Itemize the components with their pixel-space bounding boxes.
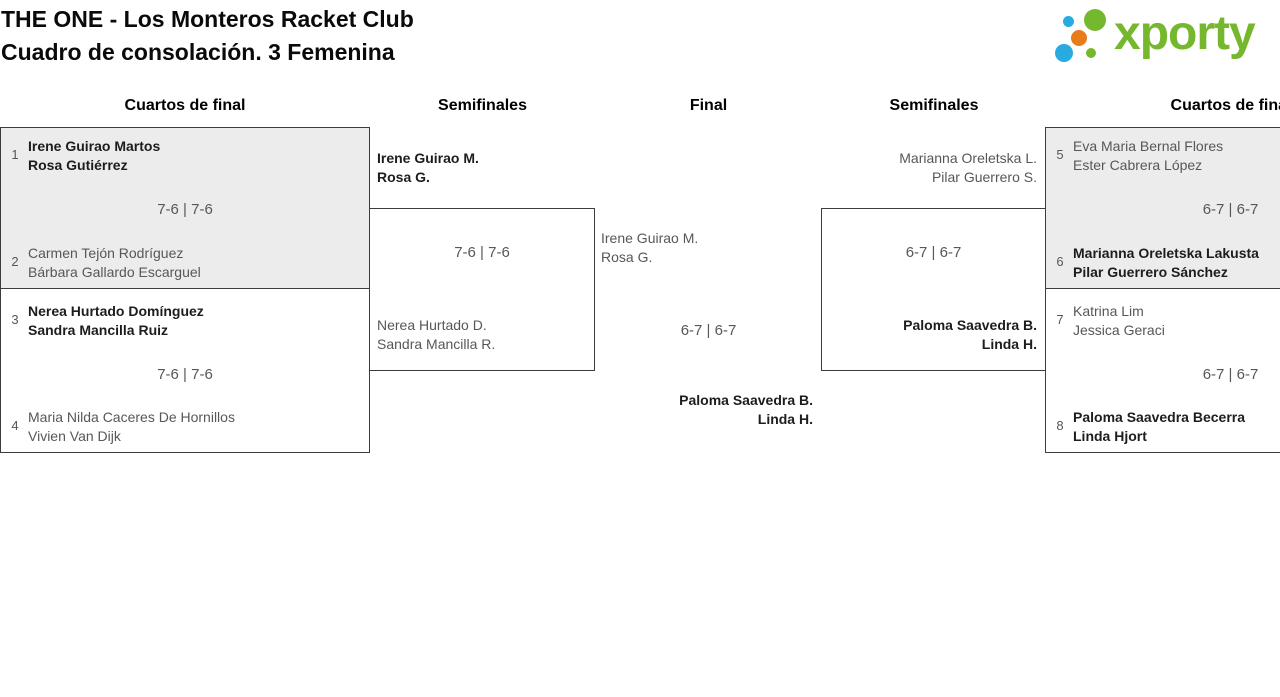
team-names: Maria Nilda Caceres De Hornillos Vivien … xyxy=(28,408,235,446)
final-top-team: Irene Guirao M. Rosa G. xyxy=(601,229,698,267)
seed-number: 6 xyxy=(1056,254,1064,269)
team-name-line: Pilar Guerrero Sánchez xyxy=(1073,264,1228,280)
team-name-line: Katrina Lim xyxy=(1073,303,1144,319)
team-name-line: Nerea Hurtado D. xyxy=(377,317,487,333)
seed-number: 3 xyxy=(11,312,19,327)
team-name-line: Irene Guirao M. xyxy=(377,150,479,166)
qf-match-3-box: 5 Eva Maria Bernal Flores Ester Cabrera … xyxy=(1045,127,1280,289)
team-names: Carmen Tejón Rodríguez Bárbara Gallardo … xyxy=(28,244,201,282)
team-name-line: Paloma Saavedra B. xyxy=(903,317,1037,333)
seed-number: 8 xyxy=(1056,418,1064,433)
team-name-line: Linda H. xyxy=(981,336,1037,352)
logo-dot-icon xyxy=(1086,48,1096,58)
sf-right-match-box: 6-7 | 6-7 Paloma Saavedra B. Linda H. xyxy=(821,208,1046,371)
team-name-line: Rosa G. xyxy=(377,169,430,185)
team-name-line: Marianna Oreletska Lakusta xyxy=(1073,245,1259,261)
team-name-line: Sandra Mancilla Ruiz xyxy=(28,322,169,338)
bracket-subtitle: Cuadro de consolación. 3 Femenina xyxy=(1,39,395,65)
qf-match-4-box: 7 Katrina Lim Jessica Geraci 6-7 | 6-7 8… xyxy=(1045,288,1280,453)
team-names: Irene Guirao Martos Rosa Gutiérrez xyxy=(28,137,160,175)
team-names: Nerea Hurtado Domínguez Sandra Mancilla … xyxy=(28,302,204,340)
match-score: 7-6 | 7-6 xyxy=(157,366,213,383)
logo-dot-icon xyxy=(1063,16,1074,27)
team-name-line: Marianna Oreletska L. xyxy=(899,150,1037,166)
team-name-line: Ester Cabrera López xyxy=(1073,157,1203,173)
seed-number: 4 xyxy=(11,418,19,433)
team-name-line: Eva Maria Bernal Flores xyxy=(1073,138,1224,154)
round-label-final: Final xyxy=(689,97,728,114)
logo-dot-icon xyxy=(1084,9,1106,31)
sf-right-top-team: Marianna Oreletska L. Pilar Guerrero S. xyxy=(899,149,1037,187)
qf-match-1-box: 1 Irene Guirao Martos Rosa Gutiérrez 7-6… xyxy=(0,127,370,289)
xporty-logo[interactable]: xporty xyxy=(1050,4,1278,74)
logo-wordmark: xporty xyxy=(1114,7,1256,60)
team-name-line: Jessica Geraci xyxy=(1073,322,1165,338)
logo-dot-icon xyxy=(1071,30,1087,46)
final-match-score: 6-7 | 6-7 xyxy=(680,322,737,339)
team-names: Katrina Lim Jessica Geraci xyxy=(1073,302,1165,340)
team-names: Marianna Oreletska Lakusta Pilar Guerrer… xyxy=(1073,244,1259,282)
match-score: 7-6 | 7-6 xyxy=(454,244,510,261)
round-label-semifinals-right: Semifinales xyxy=(889,97,979,114)
round-label-quarterfinals-left: Cuartos de final xyxy=(124,97,246,114)
team-name-line: Nerea Hurtado Domínguez xyxy=(28,303,204,319)
match-score: 7-6 | 7-6 xyxy=(157,201,213,218)
team-name-line: Vivien Van Dijk xyxy=(28,428,121,444)
team-names: Paloma Saavedra B. Linda H. xyxy=(903,316,1037,354)
team-names: Nerea Hurtado D. Sandra Mancilla R. xyxy=(377,316,495,354)
team-name-line: Irene Guirao M. xyxy=(601,230,699,246)
qf-match-2-box: 3 Nerea Hurtado Domínguez Sandra Mancill… xyxy=(0,288,370,453)
seed-number: 5 xyxy=(1056,147,1064,162)
team-name-line: Paloma Saavedra Becerra xyxy=(1073,409,1245,425)
team-name-line: Bárbara Gallardo Escarguel xyxy=(28,264,201,280)
team-name-line: Paloma Saavedra B. xyxy=(679,392,813,408)
sf-left-match-box: 7-6 | 7-6 Nerea Hurtado D. Sandra Mancil… xyxy=(369,208,595,371)
team-name-line: Linda H. xyxy=(757,411,813,427)
seed-number: 7 xyxy=(1056,312,1064,327)
seed-number: 1 xyxy=(11,147,19,162)
team-name-line: Maria Nilda Caceres De Hornillos xyxy=(28,409,235,425)
match-score: 6-7 | 6-7 xyxy=(1202,201,1259,218)
match-score: 6-7 | 6-7 xyxy=(1202,366,1259,383)
tournament-title: THE ONE - Los Monteros Racket Club Cuadr… xyxy=(1,3,414,69)
logo-dot-icon xyxy=(1055,44,1073,62)
tournament-title-line1: THE ONE - Los Monteros Racket Club xyxy=(1,6,414,32)
team-name-line: Linda Hjort xyxy=(1073,428,1147,444)
round-label-semifinals-left: Semifinales xyxy=(438,97,527,114)
team-name-line: Carmen Tejón Rodríguez xyxy=(28,245,184,261)
round-label-quarterfinals-right: Cuartos de final xyxy=(1170,97,1280,114)
final-bottom-team: Paloma Saavedra B. Linda H. xyxy=(679,391,813,429)
team-name-line: Irene Guirao Martos xyxy=(28,138,161,154)
team-name-line: Pilar Guerrero S. xyxy=(931,169,1037,185)
team-name-line: Rosa Gutiérrez xyxy=(28,157,128,173)
team-names: Eva Maria Bernal Flores Ester Cabrera Ló… xyxy=(1073,137,1223,175)
seed-number: 2 xyxy=(11,254,19,269)
sf-left-top-team: Irene Guirao M. Rosa G. xyxy=(377,149,479,187)
team-name-line: Sandra Mancilla R. xyxy=(377,336,496,352)
team-name-line: Rosa G. xyxy=(601,249,653,265)
team-names: Paloma Saavedra Becerra Linda Hjort xyxy=(1073,408,1245,446)
match-score: 6-7 | 6-7 xyxy=(905,244,962,261)
